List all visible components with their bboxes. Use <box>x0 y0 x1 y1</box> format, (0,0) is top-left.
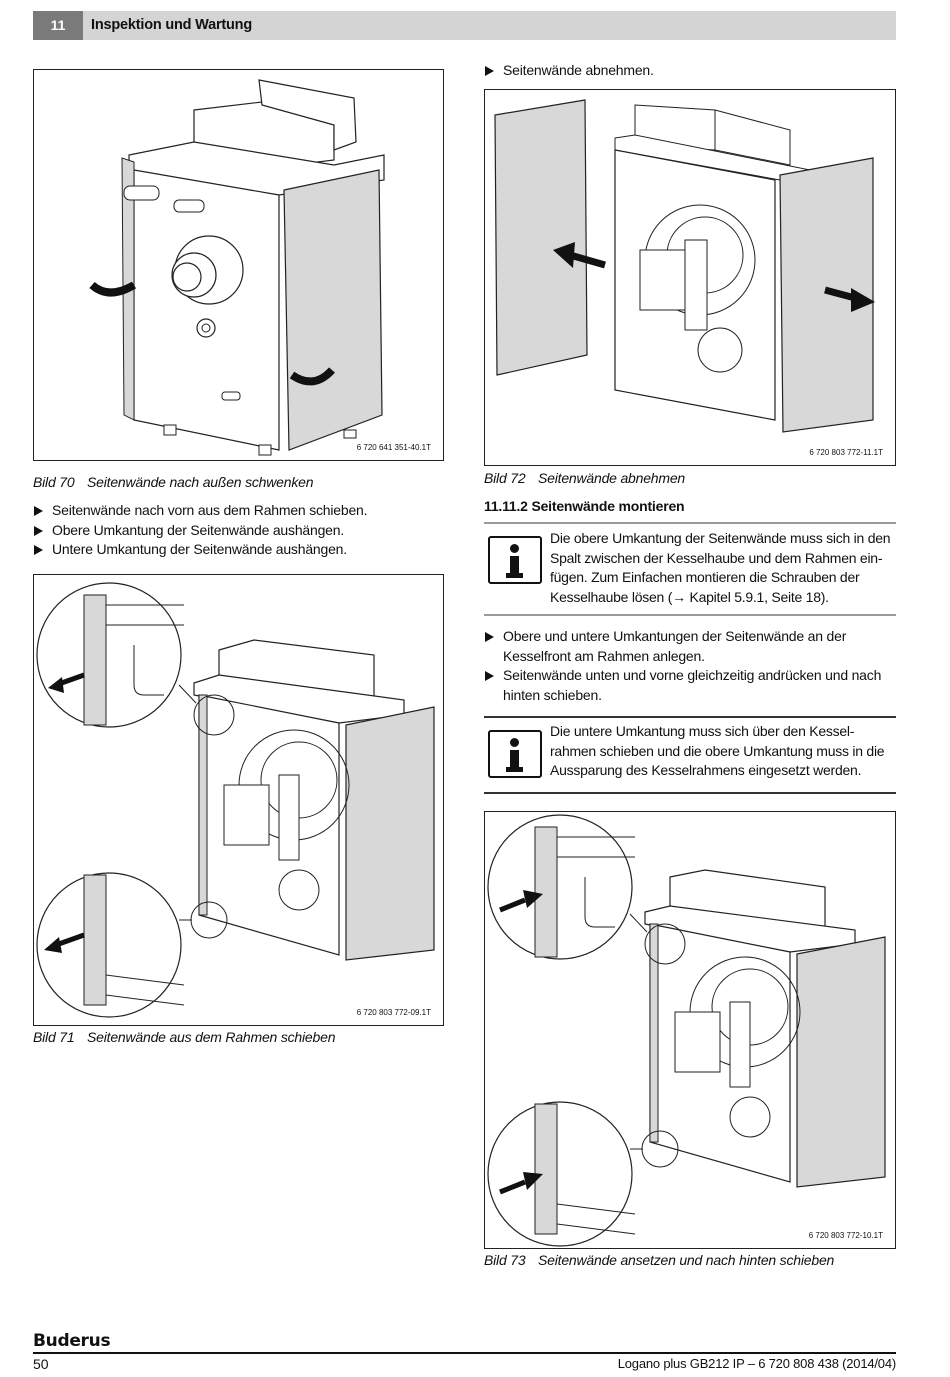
figure-71-illustration: 6 720 803 772-09.1T <box>33 574 444 1026</box>
info-note-text: Die obere Umkantung der Seitenwände muss… <box>550 530 891 605</box>
chapter-title: Inspektion und Wartung <box>91 17 252 33</box>
divider <box>484 716 896 718</box>
bullet-triangle-icon <box>34 506 43 516</box>
boiler-panels-removed-drawing <box>494 99 875 433</box>
info-icon <box>488 730 542 778</box>
figure-code: 6 720 803 772-10.1T <box>808 1231 883 1240</box>
figure-code: 6 720 803 772-09.1T <box>356 1008 431 1017</box>
removal-steps-list: Seitenwände nach vorn aus dem Rahmen sch… <box>33 501 445 560</box>
figure-72-caption: Bild 72 Seitenwände abnehmen <box>484 470 685 486</box>
chapter-header: 11 Inspektion und Wartung <box>33 11 896 40</box>
figure-code: 6 720 803 772-11.1T <box>809 448 883 457</box>
caption-number: Bild 73 <box>484 1252 526 1268</box>
list-item: Seitenwände nach vorn aus dem Rahmen sch… <box>33 501 445 521</box>
boiler-front-drawing <box>89 79 385 456</box>
mounting-steps-list: Obere und untere Umkantungen der Seitenw… <box>484 627 896 705</box>
caption-text: Seitenwände aus dem Rahmen schieben <box>87 1029 336 1045</box>
caption-text: Seitenwände nach außen schwenken <box>87 474 314 490</box>
figure-code: 6 720 641 351-40.1T <box>356 443 431 452</box>
caption-number: Bild 71 <box>33 1029 75 1045</box>
info-note-text: Die untere Umkantung muss sich über den … <box>550 723 885 778</box>
info-icon <box>488 536 542 584</box>
info-note-1: Die obere Umkantung der Seitenwände muss… <box>484 526 896 616</box>
boiler-panels-mounting-drawing <box>487 814 886 1247</box>
footer-divider <box>33 1352 896 1354</box>
remove-step-list: Seitenwände abnehmen. <box>484 61 896 81</box>
caption-number: Bild 72 <box>484 470 526 486</box>
page-number: 50 <box>33 1356 49 1372</box>
info-note-2: Die untere Umkantung muss sich über den … <box>484 720 896 792</box>
bullet-triangle-icon <box>485 671 494 681</box>
bullet-triangle-icon <box>485 632 494 642</box>
list-item: Obere und untere Umkantungen der Seitenw… <box>484 627 896 666</box>
figure-72-illustration: 6 720 803 772-11.1T <box>484 89 896 466</box>
document-id: Logano plus GB212 IP – 6 720 808 438 (20… <box>617 1356 896 1371</box>
list-item: Untere Umkantung der Seitenwände aushäng… <box>33 540 445 560</box>
divider <box>484 792 896 794</box>
figure-70-illustration: 6 720 641 351-40.1T <box>33 69 444 461</box>
figure-70-caption: Bild 70 Seitenwände nach außen schwenken <box>33 474 314 490</box>
section-heading: 11.11.2 Seitenwände montieren <box>484 498 685 514</box>
boiler-open-side-drawing <box>36 582 435 1018</box>
list-item: Seitenwände abnehmen. <box>484 61 896 81</box>
bullet-triangle-icon <box>34 525 43 536</box>
list-item: Seitenwände unten und vorne gleichzeitig… <box>484 666 896 705</box>
list-item: Obere Umkantung der Seitenwände aushänge… <box>33 521 445 541</box>
divider <box>484 614 896 616</box>
chapter-number: 11 <box>33 11 83 40</box>
bullet-triangle-icon <box>34 545 43 555</box>
figure-71-caption: Bild 71 Seitenwände aus dem Rahmen schieb… <box>33 1029 335 1045</box>
caption-number: Bild 70 <box>33 474 75 490</box>
bullet-triangle-icon <box>485 66 494 76</box>
figure-73-caption: Bild 73 Seitenwände ansetzen und nach hin… <box>484 1252 834 1268</box>
brand-logo: Buderus <box>33 1331 111 1351</box>
caption-text: Seitenwände ansetzen und nach hinten sch… <box>538 1252 835 1268</box>
divider <box>484 522 896 524</box>
figure-73-illustration: 6 720 803 772-10.1T <box>484 811 896 1249</box>
caption-text: Seitenwände abnehmen <box>538 470 686 486</box>
